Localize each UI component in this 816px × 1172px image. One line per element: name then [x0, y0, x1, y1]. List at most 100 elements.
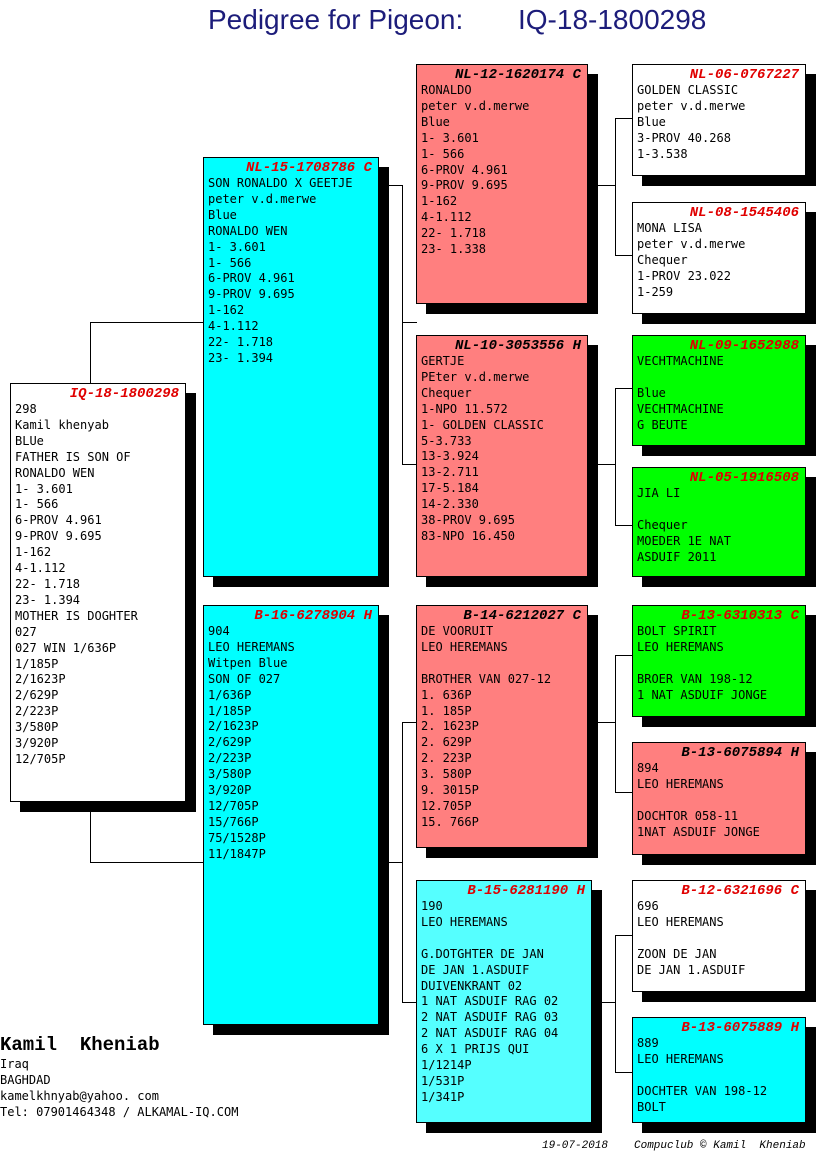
ring-number: NL-05-1916508 [689, 470, 799, 486]
ring-number: NL-09-1652988 [689, 338, 799, 354]
detail-line: LEO HEREMANS [421, 914, 508, 929]
detail-line: DUIVENKRANT 02 [421, 978, 523, 993]
detail-line: 4-1.112 [208, 319, 259, 334]
detail-line: 3/580P [208, 767, 252, 782]
ring-number: B-12-6321696 C [681, 883, 799, 899]
detail-line: 2 NAT ASDUIF RAG 04 [421, 1026, 559, 1041]
detail-line: RONALDO WEN [208, 223, 288, 238]
connector [615, 388, 633, 389]
detail-line: 22- 1.718 [15, 576, 81, 591]
detail-line: ASDUIF 2011 [637, 549, 717, 564]
connector [615, 792, 633, 793]
connector [615, 655, 616, 793]
detail-line: 1- 3.601 [421, 130, 479, 145]
title-ring: IQ-18-1800298 [518, 4, 707, 35]
detail-line: 696 [637, 899, 659, 913]
detail-line: 3. 580P [421, 767, 472, 782]
detail-line: 6-PROV 4.961 [208, 271, 295, 286]
owner-country: Iraq [0, 1057, 29, 1071]
detail-line: 027 [15, 624, 37, 639]
detail-line: Chequer [637, 517, 688, 532]
detail-line: Chequer [637, 252, 688, 267]
owner-name: Kamil Kheniab [0, 1034, 160, 1056]
connector [90, 322, 91, 384]
detail-line: Witpen Blue [208, 655, 288, 670]
detail-line: DOCHTER VAN 198-12 [637, 1083, 768, 1098]
connector [615, 1072, 633, 1073]
ring-number: B-13-6075894 H [681, 745, 799, 761]
detail-line: 1. 636P [421, 687, 472, 702]
connector [598, 464, 616, 465]
page-title: Pedigree for Pigeon: IQ-18-1800298 [0, 4, 816, 40]
detail-line: 2. 223P [421, 751, 472, 766]
detail-line: 1NAT ASDUIF JONGE [637, 824, 760, 839]
ring-number: B-13-6075889 H [681, 1020, 799, 1036]
connector [402, 722, 417, 723]
detail-line: 6 X 1 PRIJS QUI [421, 1042, 530, 1057]
connector [615, 118, 616, 256]
connector [90, 862, 204, 863]
owner-phone: Tel: 07901464348 / ALKAMAL-IQ.COM [0, 1105, 239, 1119]
owner-info: Kamil Kheniab Iraq BAGHDAD kamelkhnyab@y… [0, 1034, 238, 1120]
detail-line: Kamil khenyab [15, 417, 109, 432]
detail-line: 6-PROV 4.961 [421, 162, 508, 177]
connector [615, 525, 633, 526]
detail-line: PEter v.d.merwe [421, 369, 530, 384]
detail-line: peter v.d.merwe [421, 98, 530, 113]
connector [615, 118, 633, 119]
ring-number: B-15-6281190 H [467, 883, 585, 899]
detail-line: peter v.d.merwe [208, 191, 317, 206]
detail-line: SON OF 027 [208, 671, 281, 686]
detail-line: 9-PROV 9.695 [421, 178, 508, 193]
connector [388, 862, 403, 863]
ring-number: NL-12-1620174 C [454, 67, 581, 83]
footer-date: 19-07-2018 [542, 1140, 609, 1152]
detail-line: 13-3.924 [421, 449, 479, 464]
detail-line: LEO HEREMANS [637, 914, 724, 929]
detail-line: 1 NAT ASDUIF RAG 02 [421, 994, 559, 1009]
detail-line [637, 793, 805, 809]
detail-line: GOLDEN CLASSIC [637, 83, 739, 97]
detail-line [637, 370, 805, 386]
detail-line: 1. 185P [421, 703, 472, 718]
detail-line: LEO HEREMANS [637, 776, 724, 791]
detail-line: 904 [208, 624, 230, 638]
connector [402, 185, 403, 465]
detail-line: VECHTMACHINE [637, 401, 724, 416]
detail-line: 1- 566 [208, 255, 252, 270]
ring-number: B-14-6212027 C [463, 608, 581, 624]
detail-line: GERTJE [421, 354, 465, 368]
detail-line: 2/629P [15, 688, 59, 703]
connector [402, 464, 417, 465]
detail-line: 1/185P [15, 656, 59, 671]
connector [598, 722, 616, 723]
detail-line: 1-162 [421, 194, 458, 209]
detail-line: 3/920P [208, 783, 252, 798]
detail-line: 75/1528P [208, 830, 266, 845]
connector [402, 722, 403, 1002]
